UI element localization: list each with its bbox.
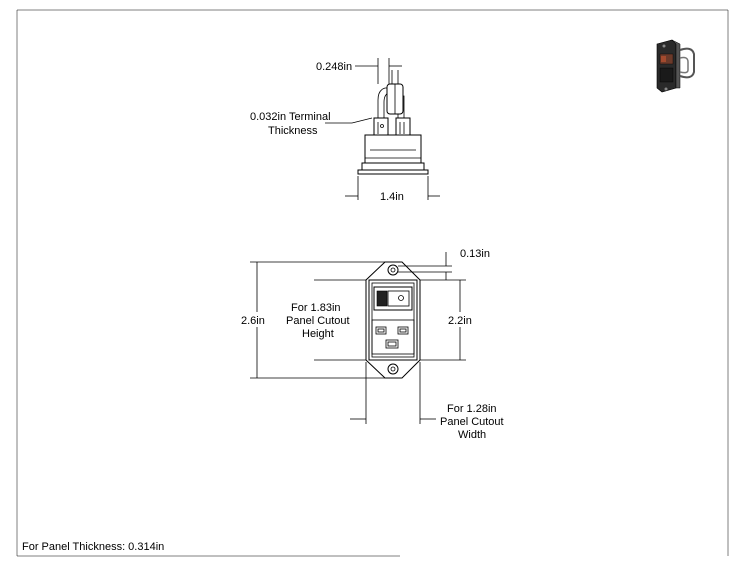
dim-cutout-height-label-1: For 1.83in [291,302,341,314]
dim-cutout-width-label-2: Panel Cutout [440,416,504,428]
dim-width-label: 1.4in [380,191,404,203]
dim-top-label: 0.248in [316,61,352,73]
dim-terminal-label-2: Thickness [268,125,318,137]
dim-terminal-label-1: 0.032in Terminal [250,111,331,123]
panel-thickness-note: For Panel Thickness: 0.314in [22,541,164,553]
front-view [250,252,466,424]
side-view [325,58,440,200]
dim-hole-offset-label: 0.13in [460,248,490,260]
sheet-border [16,9,729,557]
dim-cutout-width-label-1: For 1.28in [447,403,497,415]
dim-body-height-label: 2.2in [448,315,472,327]
dim-cutout-height-label-3: Height [302,328,334,340]
dim-cutout-height-label-2: Panel Cutout [286,315,350,327]
isometric-preview [656,39,695,93]
dim-overall-height-label: 2.6in [241,315,265,327]
dim-cutout-width-label-3: Width [458,429,486,441]
